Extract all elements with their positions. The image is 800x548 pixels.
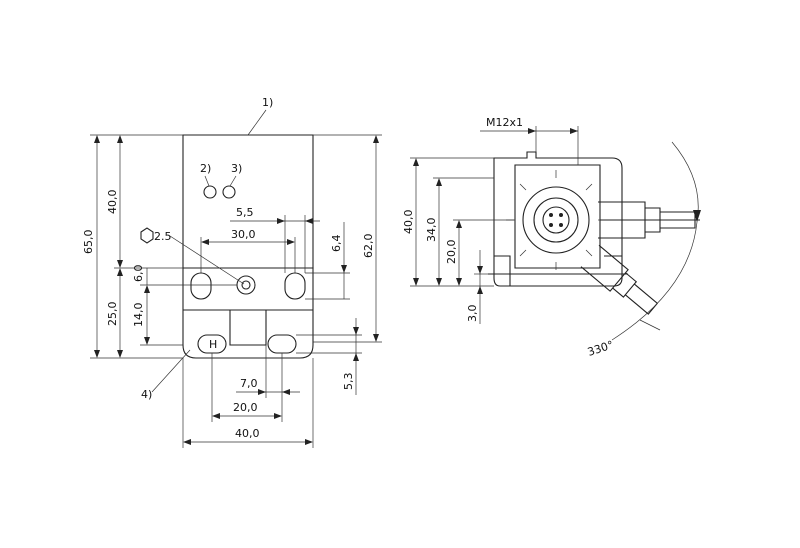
side-arrow-40-top xyxy=(413,158,419,166)
side-arrow-3-top xyxy=(477,266,483,274)
arrow-30-left xyxy=(201,239,209,245)
arrow-6-4 xyxy=(341,265,347,273)
m12-arrow-right xyxy=(570,128,578,134)
upper-right-slot xyxy=(284,272,306,300)
arrow-40b-right xyxy=(305,439,313,445)
center-hole-outer xyxy=(236,275,256,295)
dim-14-label: 14,0 xyxy=(132,303,145,328)
note-1-label: 1) xyxy=(262,96,273,109)
side-arrow-40-bot xyxy=(413,278,419,286)
note-4-leader xyxy=(151,349,191,393)
arrow-5-3-bot xyxy=(353,353,359,361)
arrow-25-top xyxy=(117,268,123,276)
arrow-20-right xyxy=(274,413,282,419)
note-3-leader xyxy=(229,175,237,187)
rotation-leader xyxy=(639,319,661,331)
rotation-label: 330° xyxy=(586,338,615,359)
lower-right-slot xyxy=(267,334,297,354)
connector-label: M12x1 xyxy=(486,116,523,129)
side-body-outline xyxy=(493,151,623,287)
dim-5-3-label: 5,3 xyxy=(342,373,355,391)
arrow-14-top xyxy=(144,285,150,293)
position-ticks xyxy=(506,170,606,270)
side-arrow-20-top xyxy=(456,220,462,228)
connector-insert xyxy=(542,206,570,234)
rotary-head-outline xyxy=(514,164,601,269)
center-block xyxy=(229,309,267,346)
center-hole-inner xyxy=(241,280,251,290)
dim-6-4-label: 6,4 xyxy=(330,235,343,253)
center-mark-label: H xyxy=(209,338,217,351)
m12-arrow-left xyxy=(528,128,536,134)
arrow-5-5-right xyxy=(305,218,313,224)
led-indicator-2 xyxy=(203,185,217,199)
dim-25-label: 25,0 xyxy=(106,302,119,327)
front-view: H 2) 3) 1) 4) 65,0 40,0 25,0 xyxy=(82,96,382,448)
side-dim-20-label: 20,0 xyxy=(445,240,458,265)
note-4-label: 4) xyxy=(141,388,152,401)
side-arrow-34-top xyxy=(436,178,442,186)
arrow-14-bottom xyxy=(144,337,150,345)
hex-leader xyxy=(169,235,245,285)
dim-2-5-label: 2.5 xyxy=(154,230,172,243)
note-1-leader xyxy=(247,109,267,136)
dim-40-bottom-label: 40,0 xyxy=(235,427,260,440)
connector-pin-2 xyxy=(559,213,563,217)
arrow-30-right xyxy=(287,239,295,245)
arrow-7-left xyxy=(258,389,266,395)
dim-5-5-label: 5,5 xyxy=(236,206,254,219)
side-arrow-3-bot xyxy=(477,286,483,294)
arrow-5-3-top xyxy=(353,327,359,335)
side-foot-left xyxy=(494,255,511,286)
arrow-40b-left xyxy=(183,439,191,445)
side-dim-40-label: 40,0 xyxy=(402,210,415,235)
note-2-leader xyxy=(204,175,210,187)
note-3-label: 3) xyxy=(231,162,242,175)
side-arrow-34-bot xyxy=(436,278,442,286)
arrow-7-right xyxy=(282,389,290,395)
connector-pin-1 xyxy=(549,213,553,217)
rotation-arrow-head xyxy=(693,210,701,222)
arrow-65-bottom xyxy=(94,350,100,358)
rotation-arc xyxy=(611,141,699,341)
cable-angled xyxy=(580,244,659,315)
upper-left-slot xyxy=(190,272,212,300)
sensor-head-outline xyxy=(182,134,314,269)
led-indicator-3 xyxy=(222,185,236,199)
arrow-62-top xyxy=(373,135,379,143)
dim-6-label: 6,0 xyxy=(132,265,145,283)
note-2-label: 2) xyxy=(200,162,211,175)
connector-pin-3 xyxy=(549,223,553,227)
connector-ring xyxy=(533,197,579,243)
arrow-5-5-left xyxy=(277,218,285,224)
arrow-65-top xyxy=(94,135,100,143)
arrow-20-left xyxy=(212,413,220,419)
side-dim-34-label: 34,0 xyxy=(425,218,438,243)
arrow-40-bottom xyxy=(117,260,123,268)
dim-7-label: 7,0 xyxy=(240,377,258,390)
arrow-62-bottom xyxy=(373,334,379,342)
dim-62-label: 62,0 xyxy=(362,234,375,259)
dim-40-left-label: 40,0 xyxy=(106,190,119,215)
side-dim-3-label: 3,0 xyxy=(466,305,479,323)
dim-30-label: 30,0 xyxy=(231,228,256,241)
connector-outer-ring xyxy=(522,186,590,254)
mounting-body-outline xyxy=(182,267,314,359)
arrow-40-top xyxy=(117,135,123,143)
dim-20-label: 20,0 xyxy=(233,401,258,414)
connector-pin-4 xyxy=(559,223,563,227)
hex-icon xyxy=(140,227,154,244)
side-view: 330° M12x1 40,0 34,0 20,0 3,0 xyxy=(402,116,701,359)
side-arrow-20-bot xyxy=(456,278,462,286)
dim-65-label: 65,0 xyxy=(82,230,95,255)
arrow-25-bottom xyxy=(117,350,123,358)
